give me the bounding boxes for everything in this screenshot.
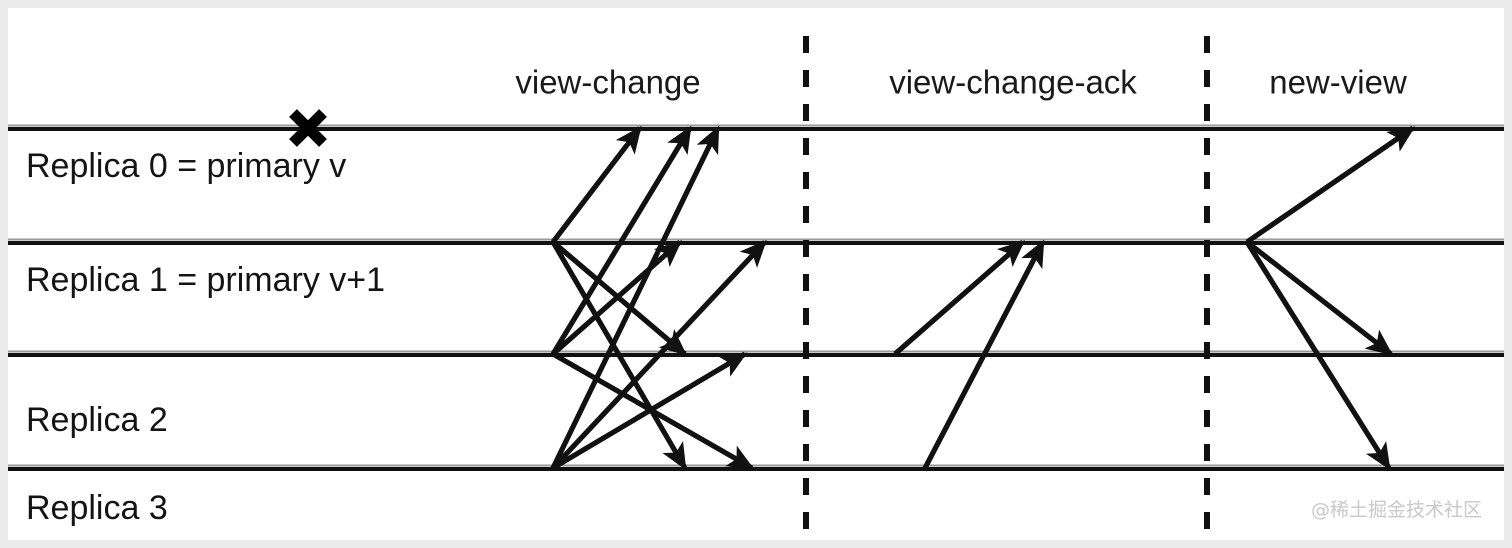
failure-x-icon bbox=[289, 109, 327, 147]
message-arrow-view-change-ack-replica-3-to-replica-1 bbox=[922, 239, 1046, 470]
failure-marker-group bbox=[289, 109, 327, 147]
message-arrow-view-change-replica-3-to-replica-0 bbox=[550, 125, 721, 470]
phase-dividers-group bbox=[803, 36, 1210, 540]
timelines-group bbox=[8, 124, 1504, 471]
timeline-label-replica-3: Replica 3 bbox=[26, 489, 168, 527]
message-arrow-view-change-replica-3-to-replica-1 bbox=[551, 240, 767, 470]
diagram-stage: view-change view-change-ack new-view Repli… bbox=[8, 8, 1504, 540]
timeline-replica-2 bbox=[8, 350, 1504, 357]
message-arrow-view-change-ack-replica-2-to-replica-1 bbox=[893, 240, 1026, 356]
message-arrow-view-change-replica-1-to-replica-0 bbox=[550, 125, 643, 244]
view-change-sequence-diagram bbox=[8, 36, 1504, 540]
timeline-replica-0 bbox=[8, 124, 1504, 131]
timeline-label-replica-1: Replica 1 = primary v+1 bbox=[26, 261, 386, 299]
message-arrow-new-view-replica-1-to-replica-3 bbox=[1244, 240, 1392, 471]
timeline-replica-1 bbox=[8, 238, 1504, 245]
message-arrow-new-view-replica-1-to-replica-2 bbox=[1245, 239, 1394, 357]
phase-label-view-change-ack: view-change-ack bbox=[889, 63, 1137, 101]
message-arrow-view-change-replica-2-to-replica-0 bbox=[550, 125, 693, 356]
phase-label-view-change: view-change bbox=[515, 63, 701, 101]
messages-group bbox=[550, 125, 1416, 471]
timeline-replica-3 bbox=[8, 464, 1504, 471]
watermark: @稀土掘金技术社区 bbox=[1310, 499, 1482, 521]
timeline-label-replica-2: Replica 2 bbox=[26, 401, 168, 439]
timeline-label-replica-0: Replica 0 = primary v bbox=[26, 147, 347, 185]
phase-label-new-view: new-view bbox=[1269, 63, 1407, 101]
message-arrow-view-change-replica-2-to-replica-1 bbox=[551, 240, 683, 356]
diagram-card: view-change view-change-ack new-view Repli… bbox=[8, 8, 1504, 540]
message-arrow-view-change-replica-1-to-replica-3 bbox=[550, 240, 688, 471]
message-arrow-view-change-replica-3-to-replica-2 bbox=[551, 351, 748, 471]
message-arrow-new-view-replica-1-to-replica-0 bbox=[1245, 125, 1416, 245]
